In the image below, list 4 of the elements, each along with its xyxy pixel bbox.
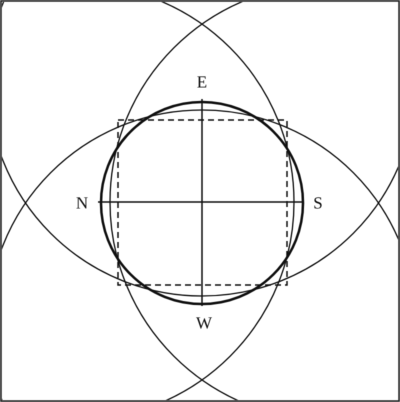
direction-letter: N	[76, 194, 88, 212]
direction-letter: S	[313, 194, 323, 212]
direction-letter: E	[196, 74, 208, 90]
direction-letter: W	[196, 314, 212, 332]
